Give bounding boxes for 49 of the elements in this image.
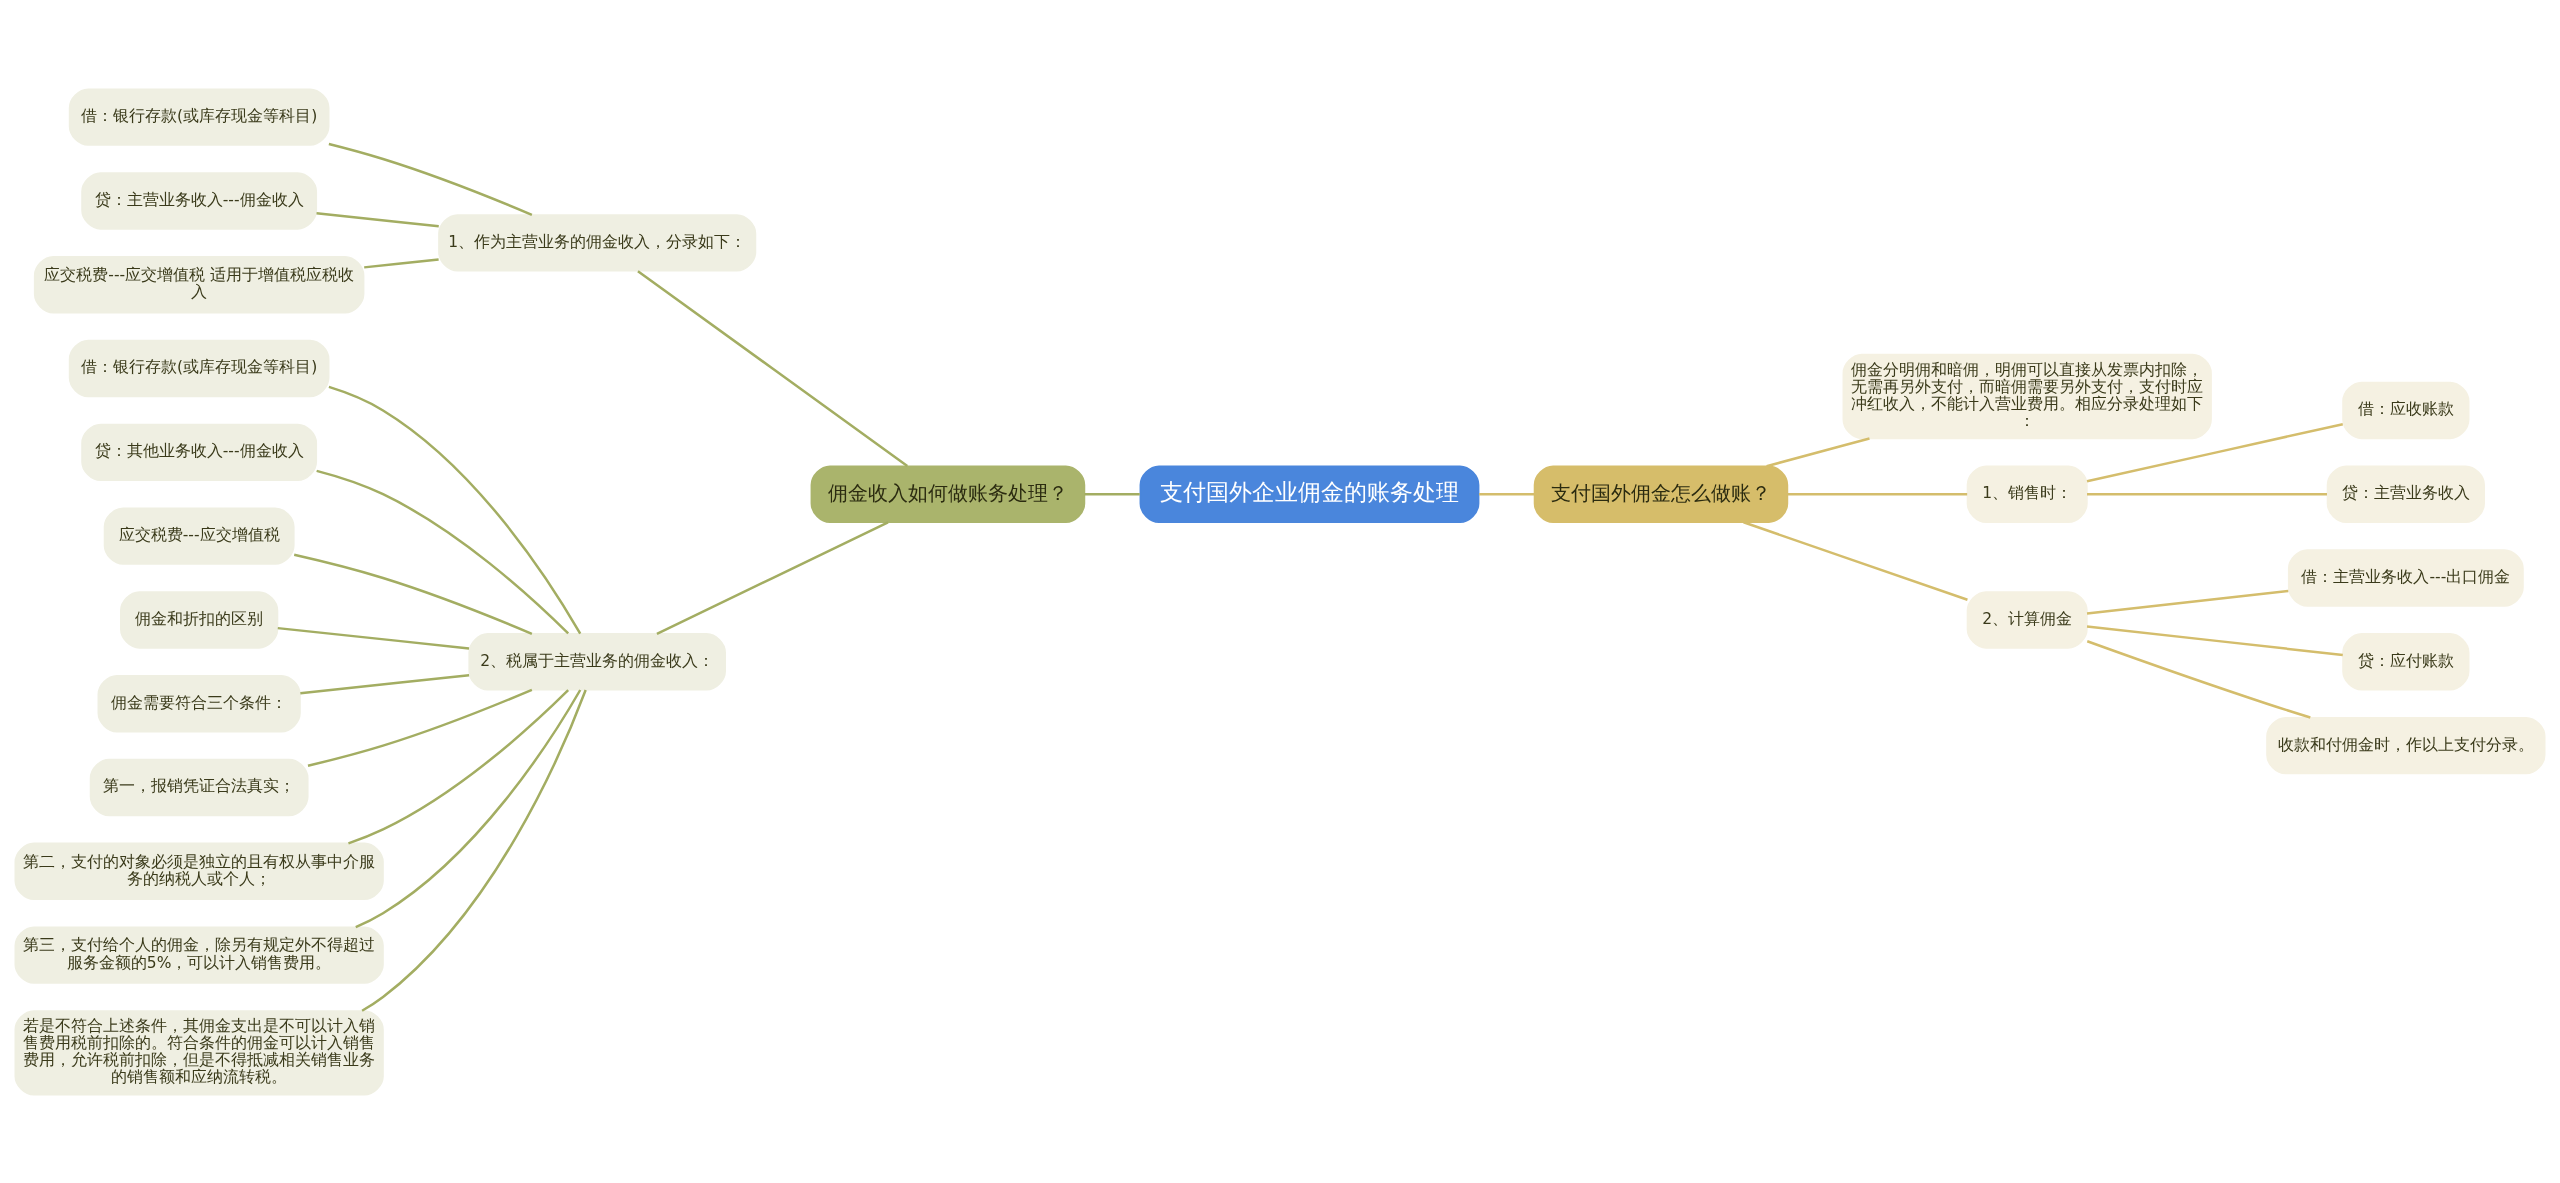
node-box: 1、作为主营业务的佣金收入，分录如下： <box>438 213 757 272</box>
connector <box>307 688 533 767</box>
node-box: 应交税费---应交增值税 <box>103 506 295 565</box>
connector <box>348 688 570 845</box>
connector <box>277 626 470 650</box>
node-box: 借：银行存款(或库存现金等科目) <box>68 339 330 397</box>
connector <box>2086 589 2289 615</box>
node-box: 贷：应付账款 <box>2342 632 2470 691</box>
node-box: 收款和付佣金时，作以上支付分录。 <box>2266 716 2546 774</box>
connector <box>328 385 582 634</box>
connector <box>1084 492 1140 495</box>
connector <box>2086 624 2343 656</box>
node-box: 贷：主营业务收入 <box>2326 465 2485 523</box>
node-box: 佣金需要符合三个条件： <box>97 674 301 732</box>
node-box: 佣金分明佣和暗佣，明佣可以直接从发票内扣除，无需再另外支付，而暗佣需要另外支付，支付时应冲红收入，不能计入营业费用。相应分录处理如下： <box>1842 353 2212 439</box>
connector <box>361 689 587 1012</box>
node-box: 支付国外佣金怎么做账？ <box>1533 465 1789 523</box>
node-box: 借：应收账款 <box>2342 381 2470 439</box>
node-box: 第一，报销凭证合法真实； <box>89 758 309 816</box>
connector <box>1787 492 1968 495</box>
node-box: 2、税属于主营业务的佣金收入： <box>468 632 726 691</box>
node-box: 借：主营业务收入---出口佣金 <box>2287 548 2524 607</box>
connector <box>316 469 570 634</box>
node-box: 2、计算佣金 <box>1966 590 2088 649</box>
connector <box>293 553 533 635</box>
connector <box>656 520 889 635</box>
connector <box>1766 436 1870 467</box>
connector <box>637 269 909 467</box>
connector <box>2087 492 2327 495</box>
node-box: 若是不符合上述条件，其佣金支出是不可以计入销售费用税前扣除的。符合条件的佣金可以计入销售费用，允许税前扣除，但是不得抵减相关销售业务的销售额和应纳流转税。 <box>14 1009 384 1096</box>
node-box: 应交税费---应交增值税 适用于增值税应税收入 <box>33 255 365 313</box>
node-box: 第二，支付的对象必须是独立的且有权从事中介服务的纳税人或个人； <box>14 842 384 900</box>
node-box: 贷：主营业务收入---佣金收入 <box>81 171 318 230</box>
connector <box>328 142 533 216</box>
connector <box>364 257 439 269</box>
connector <box>300 673 470 694</box>
node-box: 佣金和折扣的区别 <box>120 590 279 649</box>
node-box: 1、销售时： <box>1966 465 2088 523</box>
connector <box>1743 520 1968 601</box>
connector <box>316 211 439 227</box>
connector <box>2086 639 2311 719</box>
node-box: 借：银行存款(或库存现金等科目) <box>68 87 330 146</box>
node-box: 贷：其他业务收入---佣金收入 <box>81 423 318 481</box>
connector <box>355 688 582 928</box>
node-box: 佣金收入如何做账务处理？ <box>810 465 1086 523</box>
connector <box>2086 422 2344 482</box>
node-box: 支付国外企业佣金的账务处理 <box>1139 465 1480 523</box>
node-box: 第三，支付给个人的佣金，除另有规定外不得超过服务金额的5%，可以计入销售费用。 <box>14 925 384 984</box>
connector <box>1479 492 1535 495</box>
